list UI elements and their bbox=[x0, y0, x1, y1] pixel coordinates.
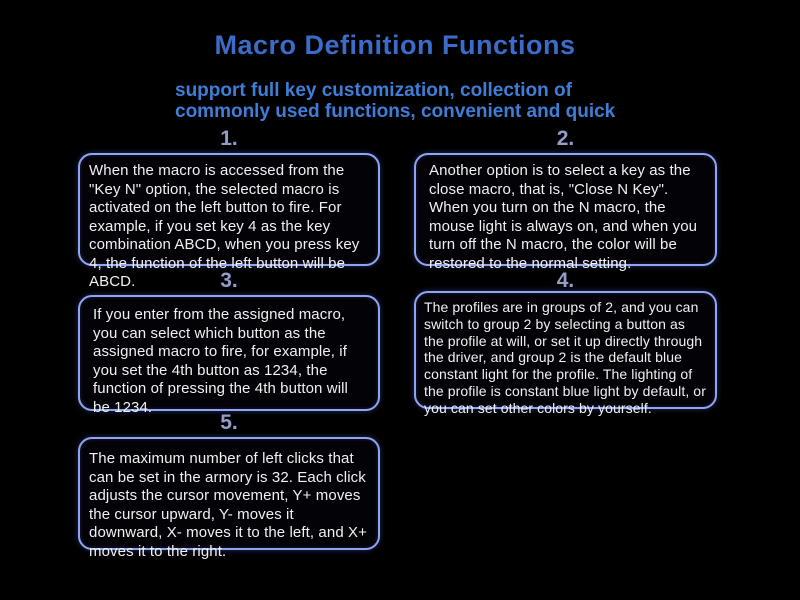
section-3-number: 3. bbox=[220, 269, 238, 292]
section-5-text: The maximum number of left clicks that c… bbox=[89, 450, 367, 560]
section-1-text: When the macro is accessed from the "Key… bbox=[89, 162, 360, 290]
section-4-number: 4. bbox=[556, 269, 575, 292]
subtitle-line-2: commonly used functions, convenient and … bbox=[175, 101, 616, 122]
section-1-number: 1. bbox=[220, 127, 238, 150]
section-3-text: If you enter from the assigned macro, yo… bbox=[93, 306, 348, 416]
macro-section-2: 2. Another option is to select a key as … bbox=[414, 127, 717, 272]
page-subtitle: support full key customization, collecti… bbox=[175, 80, 635, 122]
section-3-box: If you enter from the assigned macro, yo… bbox=[78, 295, 380, 416]
section-2-number: 2. bbox=[556, 127, 575, 150]
macro-section-1: 1. When the macro is accessed from the "… bbox=[78, 127, 380, 290]
subtitle-line-1: support full key customization, collecti… bbox=[175, 80, 572, 101]
section-1-box: When the macro is accessed from the "Key… bbox=[78, 153, 380, 290]
section-2-text: Another option is to select a key as the… bbox=[429, 162, 698, 272]
section-4-box: The profiles are in groups of 2, and you… bbox=[414, 291, 717, 416]
section-4-text: The profiles are in groups of 2, and you… bbox=[424, 299, 706, 416]
page-title: Macro Definition Functions bbox=[214, 30, 576, 60]
macro-section-3: 3. If you enter from the assigned macro,… bbox=[78, 269, 380, 416]
section-2-box: Another option is to select a key as the… bbox=[414, 153, 717, 272]
section-5-box: The maximum number of left clicks that c… bbox=[78, 437, 380, 560]
section-5-number: 5. bbox=[220, 411, 238, 434]
macro-section-4: 4. The profiles are in groups of 2, and … bbox=[414, 269, 717, 416]
macro-section-5: 5. The maximum number of left clicks tha… bbox=[78, 411, 380, 560]
